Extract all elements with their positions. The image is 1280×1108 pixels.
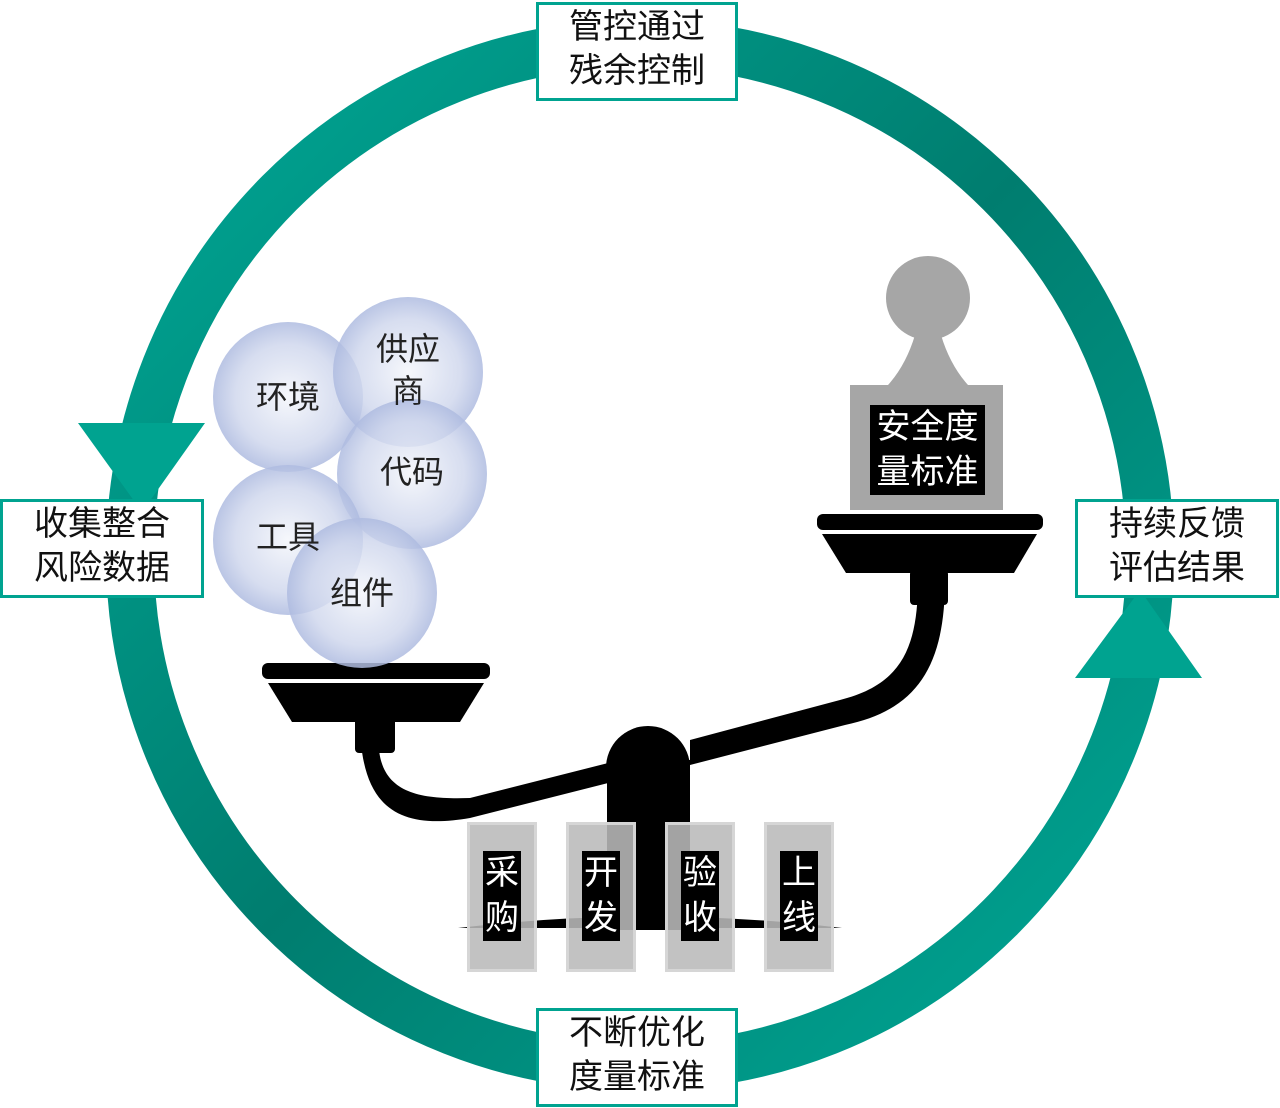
balance-scale <box>262 514 1043 930</box>
stage-char: 采 <box>485 853 519 893</box>
bubble-components <box>287 518 437 668</box>
stage-char: 验 <box>683 853 717 893</box>
bubble-label-line: 商 <box>391 372 425 410</box>
bubble-label-supplier: 供应 商 <box>376 328 440 412</box>
bubble-label-code: 代码 <box>379 453 445 491</box>
cycle-box-bottom: 不断优化 度量标准 <box>536 1008 738 1107</box>
stage-development: 开发 <box>566 822 636 972</box>
bubble-label-components: 组件 <box>329 574 395 612</box>
box-line: 评估结果 <box>1109 548 1245 588</box>
cycle-box-left: 收集整合 风险数据 <box>0 499 204 598</box>
box-line: 度量标准 <box>569 1057 705 1097</box>
box-line: 管控通过 <box>569 7 705 47</box>
weight-label-line: 安全度 <box>876 407 979 447</box>
cycle-box-top: 管控通过 残余控制 <box>536 2 738 101</box>
stage-acceptance: 验收 <box>665 822 735 972</box>
risk-bubbles <box>213 297 487 668</box>
cycle-box-right: 持续反馈 评估结果 <box>1075 499 1279 598</box>
arrowhead-right-icon <box>1075 590 1202 678</box>
stage-char: 收 <box>683 898 717 938</box>
weight-label: 安全度 量标准 <box>870 405 985 495</box>
box-line: 风险数据 <box>34 548 170 588</box>
stage-procurement: 采购 <box>467 822 537 972</box>
stage-char: 上 <box>782 853 816 893</box>
stage-char: 线 <box>782 898 816 938</box>
arrowhead-left-icon <box>78 423 205 512</box>
stage-char: 购 <box>485 898 519 938</box>
box-line: 残余控制 <box>569 51 705 91</box>
box-line: 持续反馈 <box>1109 504 1245 544</box>
bubble-environment <box>213 322 363 472</box>
bubble-label-tools: 工具 <box>255 518 321 556</box>
stage-char: 发 <box>584 898 618 938</box>
box-line: 不断优化 <box>569 1013 705 1053</box>
box-line: 收集整合 <box>34 504 170 544</box>
bubble-label-environment: 环境 <box>255 378 321 416</box>
bubble-label-line: 供应 <box>375 330 441 368</box>
weight-label-line: 量标准 <box>876 452 979 492</box>
bubble-code <box>337 399 487 549</box>
stage-char: 开 <box>584 853 618 893</box>
stage-launch: 上线 <box>764 822 834 972</box>
